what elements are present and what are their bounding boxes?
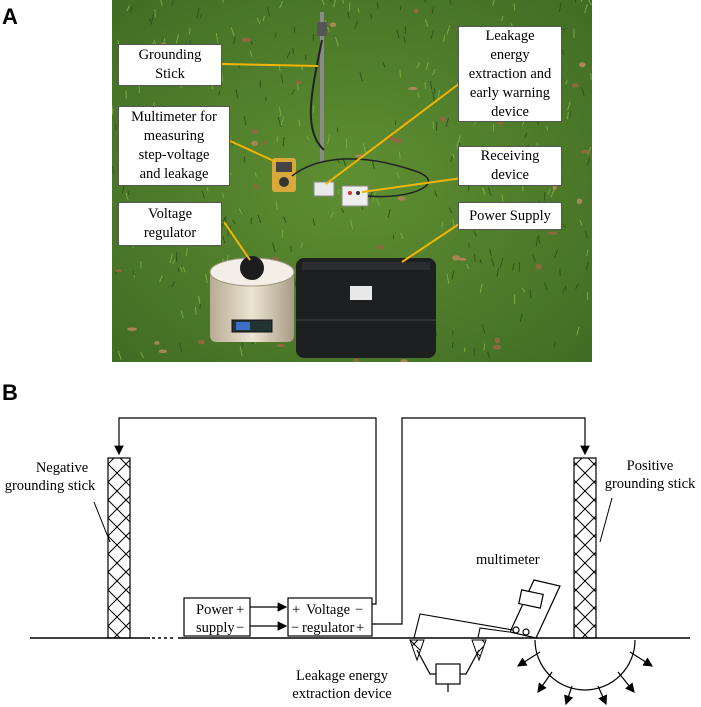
grounding-stick [309,12,327,162]
positive-grounding-stick [573,457,597,639]
voltage-regulator-device [209,256,295,342]
voltage-regulator-box [287,597,373,637]
receiving-device-box [341,185,369,207]
wire-to-positive-stick [372,417,590,625]
power-supply-minus: − [236,620,244,636]
regulator-out-minus: − [355,602,363,618]
regulator-label-1: Voltage [306,602,350,618]
negative-stick-leader [93,501,111,543]
multimeter-label: multimeter [476,552,540,568]
leakage-extraction-box [313,181,335,197]
regulator-in-plus: + [292,602,300,618]
label-power-supply: Power Supply [458,202,562,230]
power-supply-label-1: Power [196,602,233,618]
power-supply-box [183,597,251,637]
callout-lines [221,63,465,263]
probe-wires [413,613,514,639]
regulator-label-2: regulator [302,620,355,636]
positive-stick-leader [599,497,613,543]
positive-stick-label-2: grounding stick [605,476,696,492]
cables [291,158,429,198]
wire-to-negative-stick [114,417,377,605]
panel-a-letter: A [2,4,18,29]
current-spread-hemisphere [534,639,636,691]
multimeter-device [272,158,296,192]
multimeter-symbol [509,579,561,639]
current-spread-arrows [516,651,654,706]
positive-stick-label-1: Positive [627,458,674,474]
negative-stick-label-1: Negative [36,460,88,476]
schematic-diagram: Negative grounding stick Positive ground… [5,417,696,706]
negative-stick-label-2: grounding stick [5,478,96,494]
supply-to-regulator-wires [250,602,288,631]
power-supply-case [296,258,436,358]
leakage-device-box [416,649,480,692]
power-supply-plus: + [236,602,244,618]
regulator-out-plus: + [356,620,364,636]
panel-b-letter: B [2,380,18,405]
power-supply-label-2: supply [196,620,235,636]
negative-grounding-stick [107,457,131,639]
leakage-device-label-2: extraction device [292,686,391,702]
leakage-device-label-1: Leakage energy [296,668,389,684]
regulator-in-minus: − [291,620,299,636]
